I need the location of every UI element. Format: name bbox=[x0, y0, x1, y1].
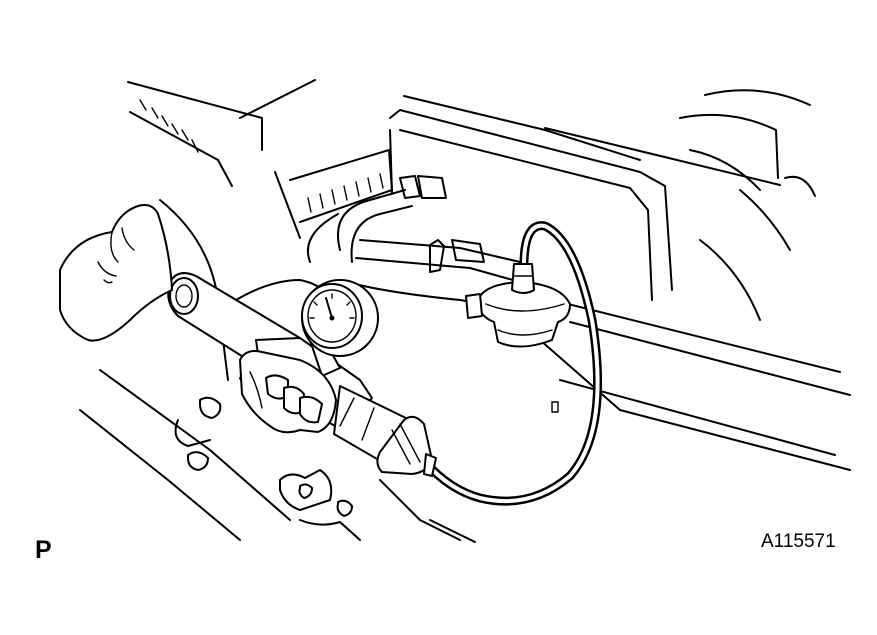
engine-bay-panel bbox=[127, 79, 393, 239]
figure-id: A115571 bbox=[761, 531, 836, 552]
view-letter: P bbox=[35, 536, 52, 564]
tester-hose bbox=[420, 221, 603, 506]
hands bbox=[59, 204, 337, 434]
hood-edge bbox=[679, 89, 816, 321]
radiator-cap bbox=[465, 263, 571, 348]
pressure-gauge bbox=[301, 279, 379, 377]
radiator-hoses bbox=[306, 175, 521, 311]
radiator-tank bbox=[389, 95, 851, 471]
